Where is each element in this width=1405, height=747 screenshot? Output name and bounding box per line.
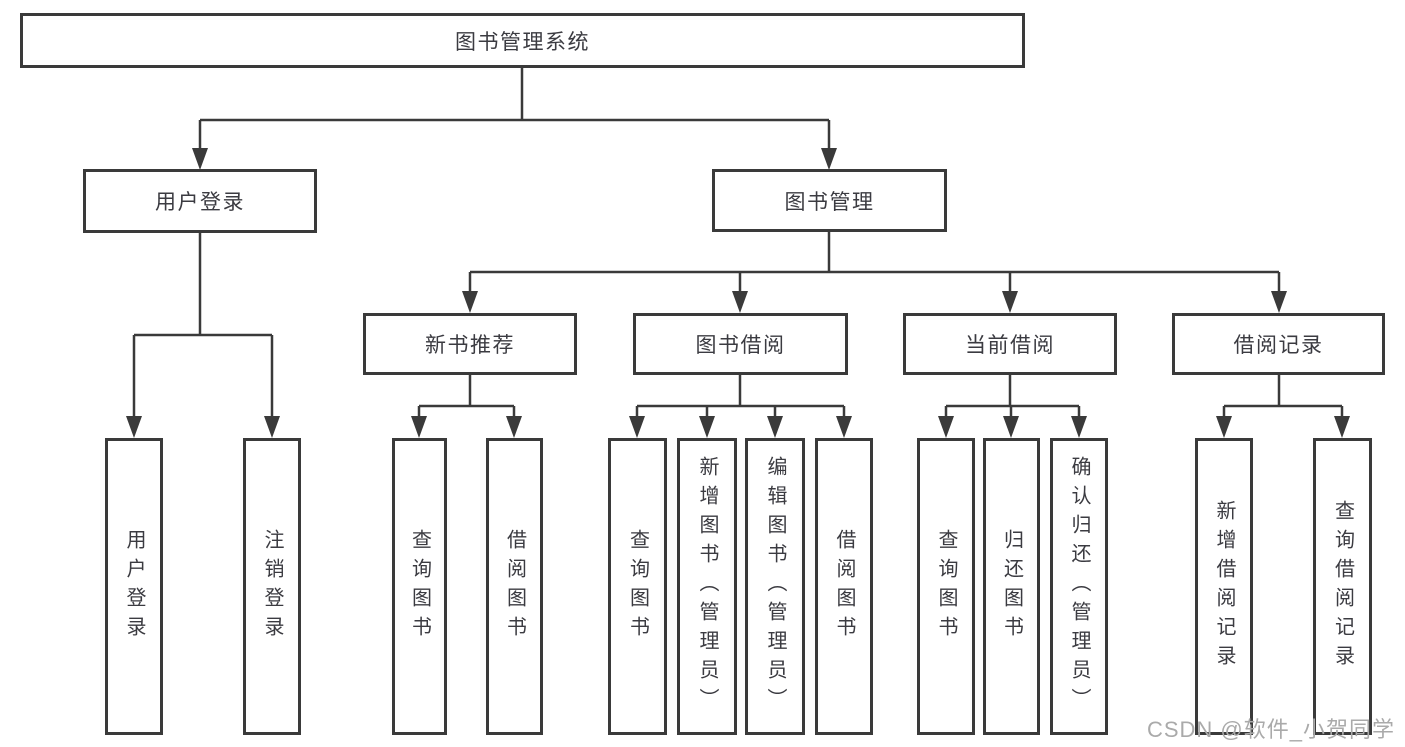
leaf-nb-borrow-book: 借阅图书 [486, 438, 543, 735]
leaf-label: 查询图书 [935, 528, 957, 645]
leaf-cb-return-book: 归还图书 [983, 438, 1040, 735]
leaf-label: 借阅图书 [503, 528, 526, 645]
leaf-label: 用户登录 [123, 528, 145, 645]
node-borrow-records: 借阅记录 [1172, 313, 1385, 375]
arrowheads [126, 148, 1350, 438]
leaf-br-add-record: 新增借阅记录 [1195, 438, 1253, 735]
leaf-cb-query-book: 查询图书 [917, 438, 975, 735]
leaf-user-login: 用户登录 [105, 438, 163, 735]
leaf-label: 查询图书 [408, 528, 431, 645]
node-book-borrowing: 图书借阅 [633, 313, 848, 375]
leaf-bb-edit-book-admin: 编辑图书（管理员） [745, 438, 805, 735]
leaf-label: 归还图书 [1000, 528, 1023, 645]
leaf-label: 借阅图书 [833, 528, 855, 645]
leaf-label: 查询借阅记录 [1331, 499, 1354, 674]
leaf-label: 编辑图书（管理员） [764, 456, 786, 717]
leaf-bb-query-book: 查询图书 [608, 438, 667, 735]
leaf-label: 确认归还（管理员） [1068, 456, 1090, 717]
csdn-watermark: CSDN @软件_小贺同学 [1146, 717, 1395, 742]
leaf-label: 新增图书（管理员） [696, 456, 718, 717]
node-new-book-recommend: 新书推荐 [363, 313, 577, 375]
leaf-label: 注销登录 [261, 528, 283, 645]
node-book-management: 图书管理 [712, 169, 947, 232]
leaf-logout: 注销登录 [243, 438, 301, 735]
leaf-label: 查询图书 [626, 528, 649, 645]
node-current-borrowing: 当前借阅 [903, 313, 1117, 375]
leaf-label: 新增借阅记录 [1213, 499, 1235, 674]
leaf-br-query-record: 查询借阅记录 [1313, 438, 1372, 735]
leaf-bb-add-book-admin: 新增图书（管理员） [677, 438, 737, 735]
node-user-login: 用户登录 [83, 169, 317, 233]
node-root-system: 图书管理系统 [20, 13, 1025, 68]
leaf-cb-confirm-return-admin: 确认归还（管理员） [1050, 438, 1108, 735]
leaf-bb-borrow-book: 借阅图书 [815, 438, 873, 735]
leaf-nb-query-book: 查询图书 [392, 438, 447, 735]
